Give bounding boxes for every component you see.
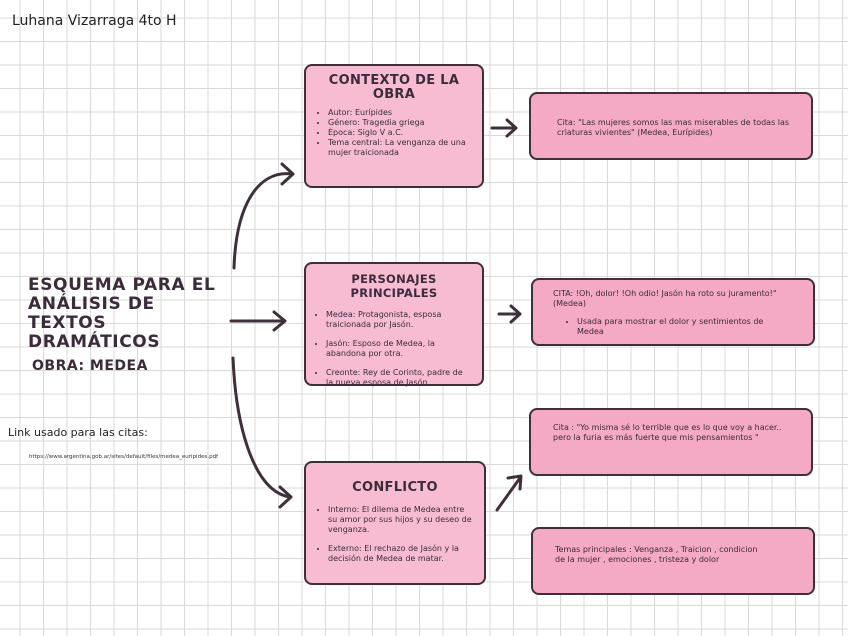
- list-item: Usada para mostrar el dolor y sentimient…: [577, 317, 783, 337]
- main-title: ESQUEMA PARA EL ANÁLISIS DE TEXTOS DRAMÁ…: [28, 275, 216, 352]
- contexto-box: CONTEXTO DE LA OBRA Autor: Eurípides Gén…: [304, 64, 484, 188]
- list-item: Autor: Eurípides: [328, 108, 482, 118]
- arrow-to-contexto: [232, 172, 294, 270]
- conflicto-list: Interno: El dilema de Medea entre su amo…: [306, 505, 484, 564]
- list-item: Tema central: La venganza de una mujer t…: [328, 138, 482, 158]
- cita2-box: CITA: !Oh, dolor! !Oh odio! Jasón ha rot…: [531, 278, 815, 346]
- cita3-box: Cita : "Yo misma sé lo terrible que es l…: [529, 408, 813, 476]
- list-item: Jasón: Esposo de Medea, la abandona por …: [326, 339, 472, 359]
- conflicto-box: CONFLICTO Interno: El dilema de Medea en…: [304, 461, 486, 585]
- work-title: OBRA: MEDEA: [32, 358, 148, 374]
- temas-box: Temas principales : Venganza , Traicion …: [531, 527, 815, 595]
- personajes-box: PERSONAJES PRINCIPALES Medea: Protagonis…: [304, 262, 484, 388]
- contexto-list: Autor: Eurípides Género: Tragedia griega…: [306, 108, 482, 158]
- personajes-list: Medea: Protagonista, esposa traicionada …: [306, 310, 482, 388]
- link-label: Link usado para las citas:: [8, 426, 148, 439]
- contexto-title: CONTEXTO DE LA OBRA: [328, 73, 460, 102]
- list-item: Creonte: Rey de Corinto, padre de la nue…: [326, 368, 472, 388]
- list-item: Externo: El rechazo de Jasón y la decisi…: [328, 544, 474, 564]
- link-url[interactable]: https://www.argentina.gob.ar/sites/defau…: [29, 454, 218, 460]
- list-item: Época: Siglo V a.C.: [328, 128, 482, 138]
- list-item: Género: Tragedia griega: [328, 118, 482, 128]
- conflicto-title: CONFLICTO: [352, 480, 438, 495]
- personajes-title: PERSONAJES PRINCIPALES: [350, 272, 438, 300]
- arrow-conflicto-cita3: [495, 476, 522, 512]
- temas-text: Temas principales : Venganza , Traicion …: [555, 545, 758, 564]
- cita2-list: Usada para mostrar el dolor y sentimient…: [533, 317, 813, 337]
- arrow-to-conflicto: [231, 356, 292, 499]
- list-item: Interno: El dilema de Medea entre su amo…: [328, 505, 474, 535]
- cita3-text: Cita : "Yo misma sé lo terrible que es l…: [553, 423, 782, 442]
- cita1-text: Cita: "Las mujeres somos las mas miserab…: [557, 118, 790, 137]
- author-name: Luhana Vizarraga 4to H: [12, 13, 177, 29]
- list-item: Medea: Protagonista, esposa traicionada …: [326, 310, 472, 330]
- cita1-box: Cita: "Las mujeres somos las mas miserab…: [529, 92, 813, 160]
- cita2-text: CITA: !Oh, dolor! !Oh odio! Jasón ha rot…: [553, 289, 777, 308]
